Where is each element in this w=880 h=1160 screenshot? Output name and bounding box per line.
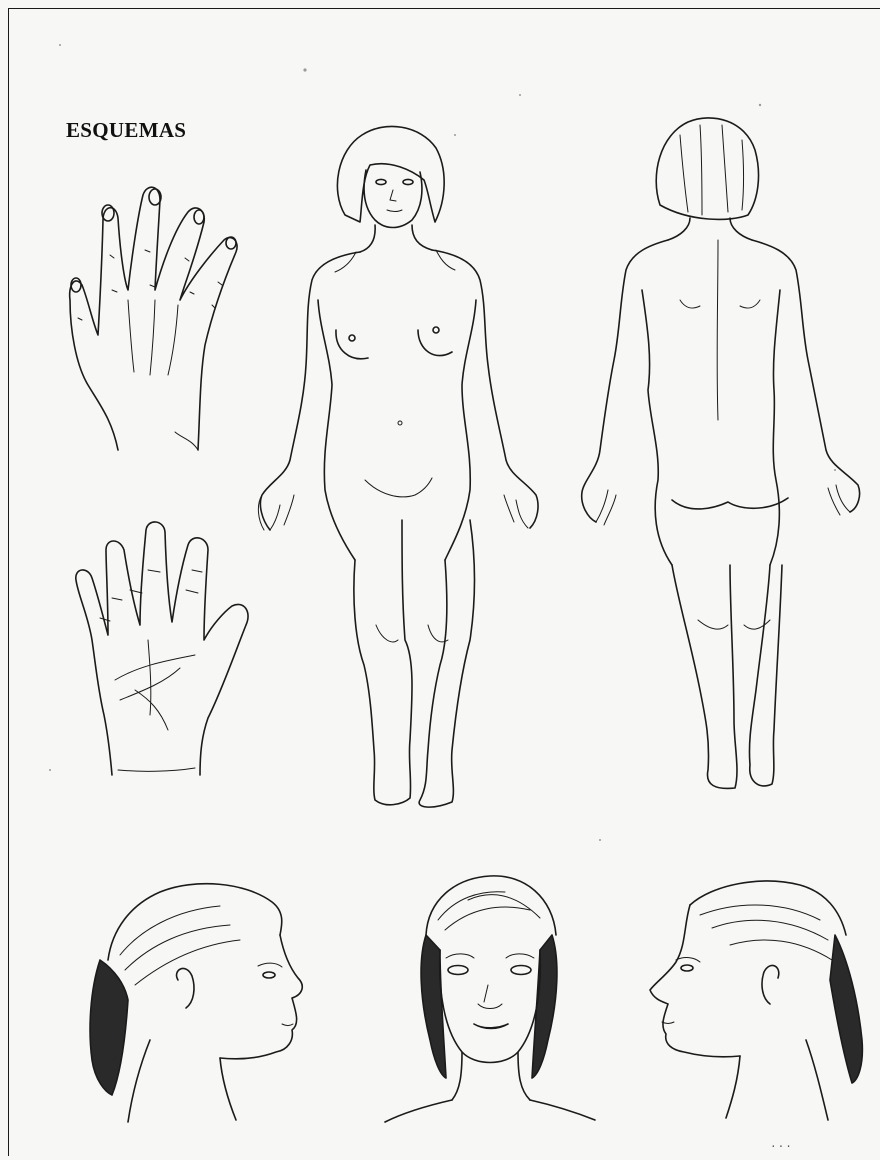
head-front-icon [385, 876, 595, 1122]
head-left-profile-icon [90, 884, 302, 1122]
hand-back-icon [70, 187, 237, 450]
female-body-front-icon [258, 126, 538, 807]
head-right-profile-icon [650, 881, 862, 1120]
female-body-back-icon [582, 118, 860, 789]
hand-palm-icon [76, 522, 248, 775]
footer-code: ... [770, 1139, 793, 1151]
